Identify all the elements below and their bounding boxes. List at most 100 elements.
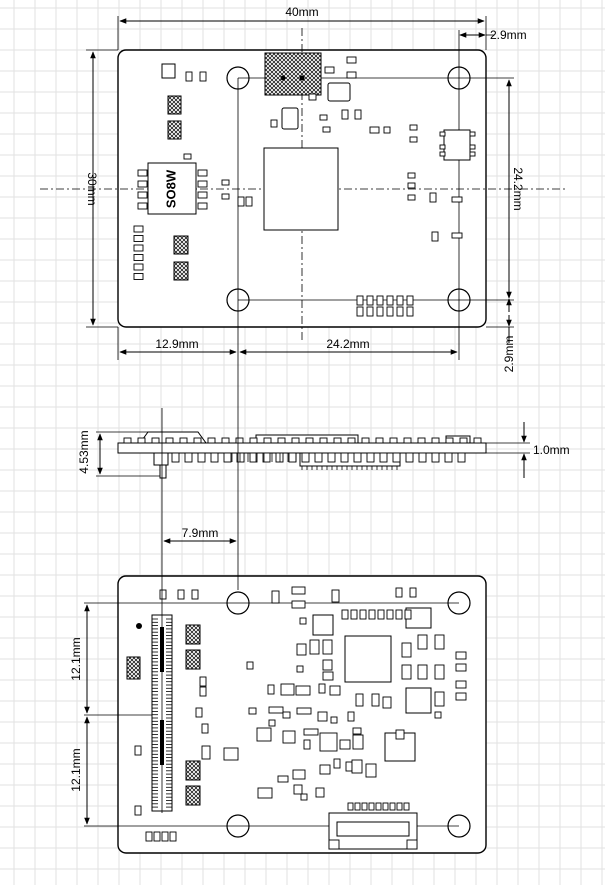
passive-component bbox=[179, 437, 188, 444]
passive-component bbox=[197, 202, 208, 210]
passive-component bbox=[210, 452, 219, 463]
passive-component bbox=[223, 747, 239, 761]
dim-hole-horizontal-label: 24.2mm bbox=[326, 337, 369, 351]
passive-component bbox=[365, 763, 377, 778]
passive-component bbox=[137, 437, 146, 444]
hatched-component bbox=[167, 120, 182, 140]
dim-hole-vertical-label: 24.2mm bbox=[511, 167, 525, 210]
passive-component bbox=[431, 231, 439, 242]
passive-component bbox=[195, 707, 203, 718]
passive-component bbox=[296, 665, 304, 673]
passive-component bbox=[134, 805, 142, 816]
hatched-component bbox=[167, 95, 182, 115]
passive-component bbox=[375, 802, 382, 811]
dim-offset-top-label: 2.9mm bbox=[490, 28, 527, 42]
passive-component bbox=[197, 180, 208, 188]
passive-component bbox=[292, 769, 306, 780]
hatched-component bbox=[185, 785, 201, 806]
passive-component bbox=[350, 609, 358, 620]
crystal-pin bbox=[299, 75, 305, 81]
passive-component bbox=[133, 273, 144, 280]
passive-component bbox=[469, 144, 476, 150]
passive-component bbox=[193, 437, 202, 444]
passive-component bbox=[392, 452, 401, 463]
passive-component bbox=[183, 153, 192, 160]
top-passives bbox=[133, 56, 476, 317]
passive-component bbox=[291, 586, 306, 595]
passive-component bbox=[455, 651, 467, 660]
passive-component bbox=[191, 589, 199, 600]
passive-component bbox=[339, 739, 351, 750]
passive-component bbox=[293, 784, 303, 795]
passive-component bbox=[133, 254, 144, 261]
passive-component bbox=[431, 437, 440, 444]
passive-component bbox=[308, 93, 317, 101]
passive-component bbox=[235, 437, 244, 444]
passive-component bbox=[366, 306, 374, 317]
passive-component bbox=[351, 759, 363, 774]
passive-component bbox=[296, 707, 312, 715]
passive-component bbox=[439, 144, 446, 150]
passive-component bbox=[145, 831, 153, 842]
passive-component bbox=[354, 802, 361, 811]
inductor bbox=[312, 614, 334, 636]
passive-component bbox=[341, 109, 349, 120]
passive-component bbox=[319, 764, 331, 775]
passive-component bbox=[315, 787, 325, 798]
fiducial bbox=[136, 623, 142, 629]
passive-component bbox=[382, 696, 392, 709]
passive-component bbox=[207, 437, 216, 444]
passive-component bbox=[396, 295, 404, 306]
passive-component bbox=[417, 664, 428, 680]
passive-component bbox=[445, 437, 454, 444]
passive-component bbox=[401, 664, 412, 680]
passive-component bbox=[346, 56, 357, 64]
passive-component bbox=[361, 437, 370, 444]
passive-component bbox=[288, 452, 297, 463]
passive-component bbox=[366, 295, 374, 306]
passive-component bbox=[404, 609, 412, 620]
small-ic bbox=[443, 129, 471, 161]
passive-component bbox=[270, 119, 278, 128]
passive-component bbox=[257, 787, 273, 799]
passive-component bbox=[469, 151, 476, 157]
passive-component bbox=[275, 452, 284, 463]
passive-component bbox=[356, 306, 364, 317]
passive-component bbox=[319, 732, 338, 752]
small-ic bbox=[281, 107, 299, 130]
passive-component bbox=[277, 437, 286, 444]
passive-component bbox=[459, 437, 468, 444]
passive-component bbox=[271, 590, 280, 604]
passive-component bbox=[409, 587, 417, 598]
passive-component bbox=[386, 295, 394, 306]
small-ic bbox=[327, 82, 351, 102]
b2b-connector-pins bbox=[152, 618, 172, 808]
passive-component bbox=[280, 683, 295, 696]
passive-component bbox=[291, 437, 300, 444]
inductor bbox=[405, 687, 432, 714]
passive-component bbox=[199, 71, 207, 82]
fpc-connector bbox=[328, 812, 418, 850]
passive-component bbox=[455, 663, 467, 672]
passive-component bbox=[303, 739, 311, 750]
passive-component bbox=[221, 437, 230, 444]
passive-component bbox=[299, 617, 307, 625]
passive-component bbox=[317, 711, 328, 722]
passive-component bbox=[417, 437, 426, 444]
passive-component bbox=[403, 437, 412, 444]
passive-component bbox=[161, 831, 169, 842]
passive-component bbox=[236, 452, 245, 463]
passive-component bbox=[383, 126, 391, 134]
dim-side-height-label: 4.53mm bbox=[77, 430, 91, 473]
passive-component bbox=[221, 193, 230, 200]
chip-marking-label: SO8W bbox=[163, 169, 178, 208]
passive-component bbox=[347, 437, 356, 444]
passive-component bbox=[305, 437, 314, 444]
passive-component bbox=[407, 194, 416, 201]
passive-component bbox=[451, 196, 463, 203]
main-chip bbox=[263, 147, 339, 231]
passive-component bbox=[223, 452, 232, 463]
dimensions: 40mm 2.9mm 30mm 24.2mm 2.9mm 12.9mm 24.2… bbox=[69, 5, 570, 825]
passive-component bbox=[366, 452, 375, 463]
passive-component bbox=[282, 730, 296, 744]
